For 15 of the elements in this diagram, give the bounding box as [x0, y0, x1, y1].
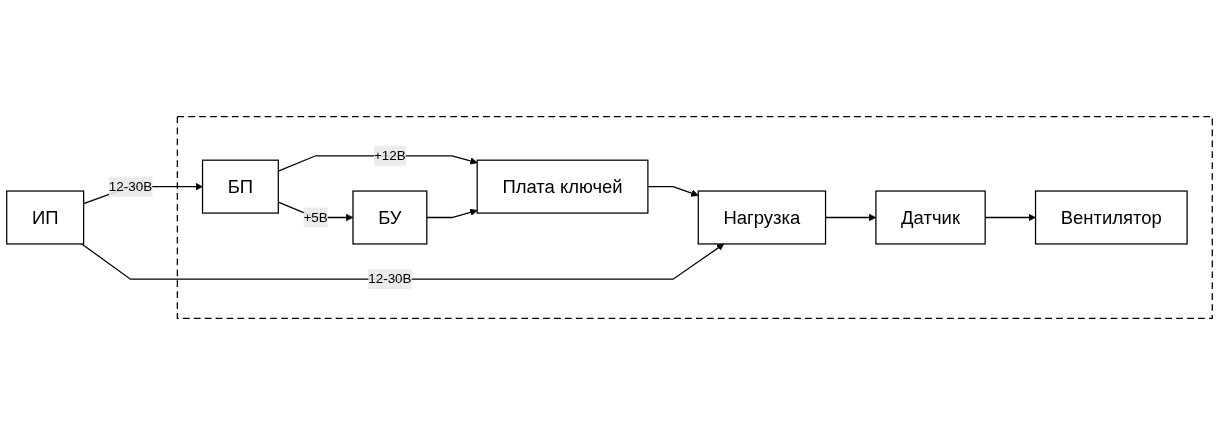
- node-box: ИП: [6, 190, 85, 245]
- edge-label: 12-30В: [368, 271, 412, 286]
- edge-label: +12В: [374, 148, 406, 163]
- edge-label: 12-30В: [108, 179, 153, 194]
- node-box: БУ: [352, 190, 428, 245]
- node-box: Нагрузка: [697, 190, 827, 245]
- node-box: Плата ключей: [476, 159, 649, 214]
- cluster: [176, 115, 1213, 320]
- node-box: Датчик: [875, 190, 986, 245]
- arrow: [647, 186, 699, 197]
- node-box: БП: [201, 159, 279, 214]
- arrow: [81, 243, 725, 280]
- edge-label: +5В: [303, 209, 328, 225]
- node-box: Вентилятор: [1034, 190, 1188, 245]
- arrow: [426, 208, 478, 219]
